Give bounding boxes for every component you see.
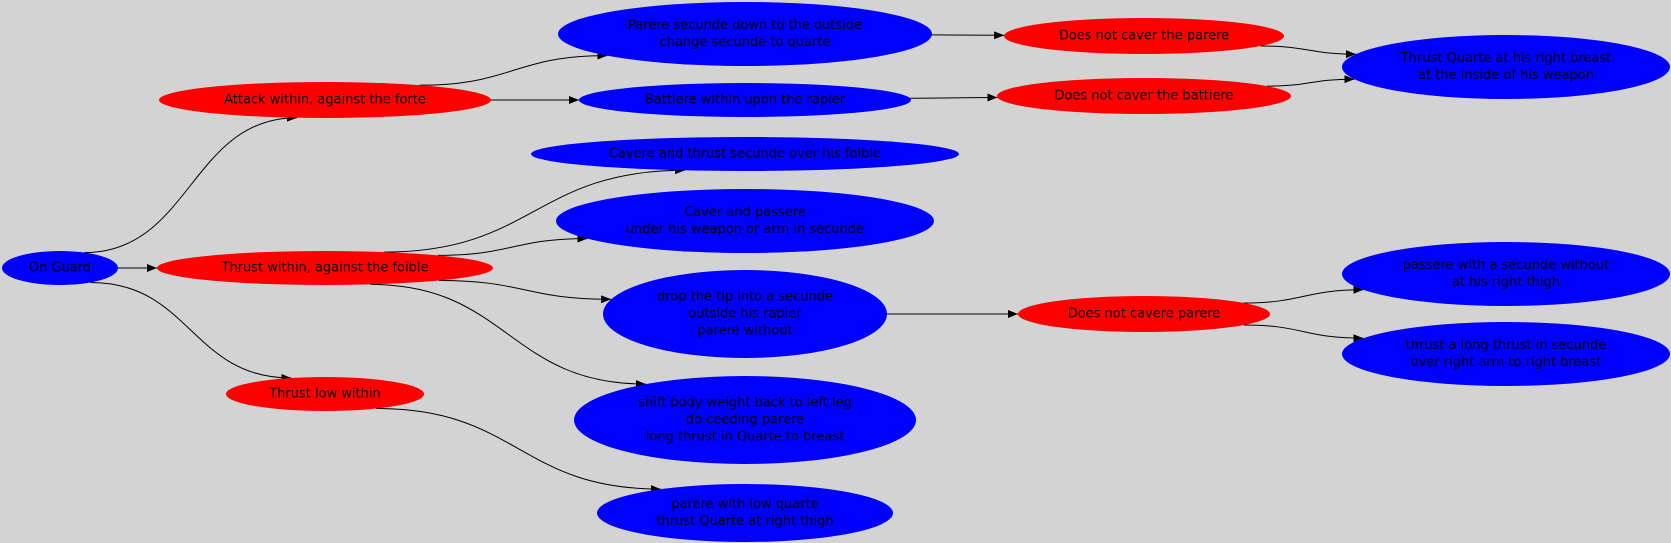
node-no-caver-battiere-label: Does not caver the battiere bbox=[1054, 89, 1233, 104]
node-passere-secunde-label: at his right thigh bbox=[1452, 275, 1560, 290]
node-long-thrust-secunde-label: over right arm to right breast bbox=[1411, 355, 1602, 370]
node-drop-tip-label: drop the tip into a secunde bbox=[657, 290, 833, 305]
node-thrust-quarte-breast: Thrust Quarte at his right breast at the … bbox=[1342, 35, 1670, 99]
node-cavere-thrust-shape bbox=[531, 137, 959, 171]
node-thrust-low: Thrust low within bbox=[226, 377, 424, 411]
node-attack-within-shape bbox=[159, 82, 491, 118]
node-caver-passere-shape bbox=[556, 189, 934, 253]
node-no-caver-battiere: Does not caver the battiere bbox=[997, 78, 1291, 114]
node-cavere-thrust: Cavere and thrust secunde over his foibl… bbox=[531, 137, 959, 171]
node-passere-secunde-shape bbox=[1342, 242, 1670, 306]
node-shift-weight: shift body weight back to left leg do cee… bbox=[574, 376, 916, 464]
node-no-cavere-parere-label: Does not cavere parere bbox=[1068, 307, 1221, 322]
node-parere-low-shape bbox=[597, 484, 893, 542]
node-parere-secunde: Parere secunde down to the outside change… bbox=[558, 2, 932, 66]
node-parere-low-label: parere with low quarte bbox=[671, 497, 818, 512]
node-shift-weight-label: long thrust in Quarte to breast bbox=[646, 430, 844, 445]
edge-no-cavere-parere-to-passere-secunde bbox=[1243, 285, 1364, 304]
edge-on-guard-to-attack-within bbox=[84, 113, 298, 254]
node-drop-tip-shape bbox=[603, 270, 887, 358]
node-passere-secunde-label: passere with a secunde without bbox=[1403, 258, 1609, 273]
edge-attack-within-to-parere-secunde bbox=[419, 51, 608, 86]
node-caver-passere-label: Caver and passere bbox=[684, 205, 806, 220]
node-thrust-low-shape bbox=[226, 377, 424, 411]
node-parere-secunde-shape bbox=[558, 2, 932, 66]
edge-thrust-low-to-parere-low bbox=[376, 408, 661, 494]
node-thrust-within-label: Thrust within, against the foible bbox=[221, 261, 429, 276]
node-long-thrust-secunde-label: thrust a long thrust in secunde bbox=[1406, 338, 1607, 353]
node-long-thrust-secunde: thrust a long thrust in secunde over righ… bbox=[1342, 322, 1670, 386]
node-parere-low: parere with low quarte thrust Quarte at r… bbox=[597, 484, 893, 542]
node-drop-tip: drop the tip into a secunde outside his r… bbox=[603, 270, 887, 358]
node-no-cavere-parere-shape bbox=[1018, 296, 1270, 332]
node-thrust-quarte-breast-shape bbox=[1342, 35, 1670, 99]
edge-thrust-within-to-cavere-thrust bbox=[383, 166, 685, 253]
node-thrust-within: Thrust within, against the foible bbox=[157, 251, 493, 285]
node-battiere: Battiere within upon the rapier bbox=[579, 83, 911, 117]
edge-no-caver-parere-to-thrust-quarte-breast bbox=[1260, 45, 1356, 59]
edge-layer bbox=[84, 31, 1364, 494]
node-passere-secunde: passere with a secunde without at his rig… bbox=[1342, 242, 1670, 306]
node-no-caver-battiere-shape bbox=[997, 78, 1291, 114]
node-thrust-quarte-breast-label: Thrust Quarte at his right breast bbox=[1400, 51, 1612, 66]
node-long-thrust-secunde-shape bbox=[1342, 322, 1670, 386]
edge-thrust-within-to-shift-weight bbox=[370, 283, 646, 389]
node-caver-passere-label: under his weapon or arm in secunde bbox=[626, 222, 864, 237]
node-no-cavere-parere: Does not cavere parere bbox=[1018, 296, 1270, 332]
node-no-caver-parere-shape bbox=[1004, 18, 1284, 54]
node-parere-low-label: thrust Quarte at right thigh bbox=[656, 514, 833, 529]
node-parere-secunde-label: Parere secunde down to the outside bbox=[628, 18, 862, 33]
node-caver-passere: Caver and passere under his weapon or arm… bbox=[556, 189, 934, 253]
edge-thrust-within-to-drop-tip bbox=[438, 280, 612, 304]
node-on-guard-label: On Guard bbox=[29, 261, 91, 276]
node-drop-tip-label: parere without bbox=[697, 324, 792, 339]
edge-no-caver-battiere-to-thrust-quarte-breast bbox=[1266, 75, 1355, 87]
node-attack-within-label: Attack within, against the forte bbox=[224, 93, 426, 108]
node-battiere-label: Battiere within upon the rapier bbox=[645, 93, 846, 108]
node-on-guard: On Guard bbox=[2, 251, 118, 285]
node-thrust-quarte-breast-label: at the inside of his weapon bbox=[1418, 68, 1594, 83]
edge-on-guard-to-thrust-low bbox=[90, 282, 292, 382]
node-shift-weight-shape bbox=[574, 376, 916, 464]
node-shift-weight-label: shift body weight back to left leg bbox=[638, 396, 852, 411]
node-no-caver-parere-label: Does not caver the parere bbox=[1059, 29, 1229, 44]
node-thrust-low-label: Thrust low within bbox=[268, 387, 381, 402]
node-parere-secunde-label: change secunde to quarte bbox=[660, 35, 831, 50]
node-on-guard-shape bbox=[2, 251, 118, 285]
node-drop-tip-label: outside his rapier bbox=[688, 307, 802, 322]
node-thrust-within-shape bbox=[157, 251, 493, 285]
node-attack-within: Attack within, against the forte bbox=[159, 82, 491, 118]
node-shift-weight-label: do ceeding parere bbox=[686, 413, 804, 428]
node-battiere-shape bbox=[579, 83, 911, 117]
edge-thrust-within-to-caver-passere bbox=[437, 234, 588, 256]
node-cavere-thrust-label: Cavere and thrust secunde over his foibl… bbox=[609, 147, 881, 162]
edge-battiere-to-no-caver-battiere bbox=[910, 93, 998, 102]
edge-no-cavere-parere-to-long-thrust-secunde bbox=[1243, 324, 1364, 343]
node-no-caver-parere: Does not caver the parere bbox=[1004, 18, 1284, 54]
